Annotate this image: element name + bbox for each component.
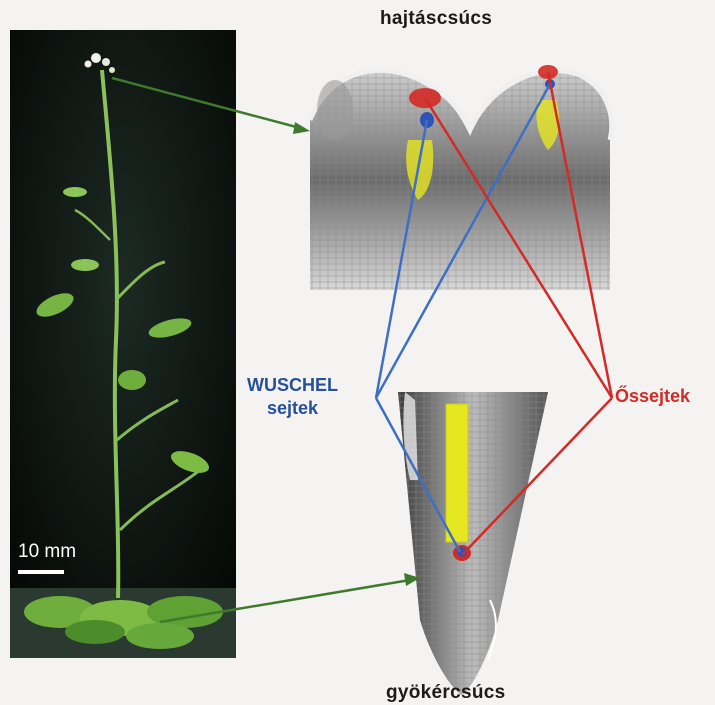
plant-photo <box>10 30 236 658</box>
wuschel-label-line2: sejtek <box>247 397 338 420</box>
shoot-tip-label: hajtáscsúcs <box>380 8 492 30</box>
scale-bar <box>18 570 64 574</box>
shoot-apex-illustration <box>310 65 612 290</box>
wuschel-cells-label: WUSCHEL sejtek <box>247 374 338 420</box>
scale-bar-label: 10 mm <box>18 541 76 563</box>
stem-cells-label: Őssejtek <box>615 386 690 407</box>
wuschel-label-line1: WUSCHEL <box>247 374 338 397</box>
shoot-pointer-arrowhead <box>293 122 310 134</box>
root-tip-label: gyökércsúcs <box>386 682 505 704</box>
